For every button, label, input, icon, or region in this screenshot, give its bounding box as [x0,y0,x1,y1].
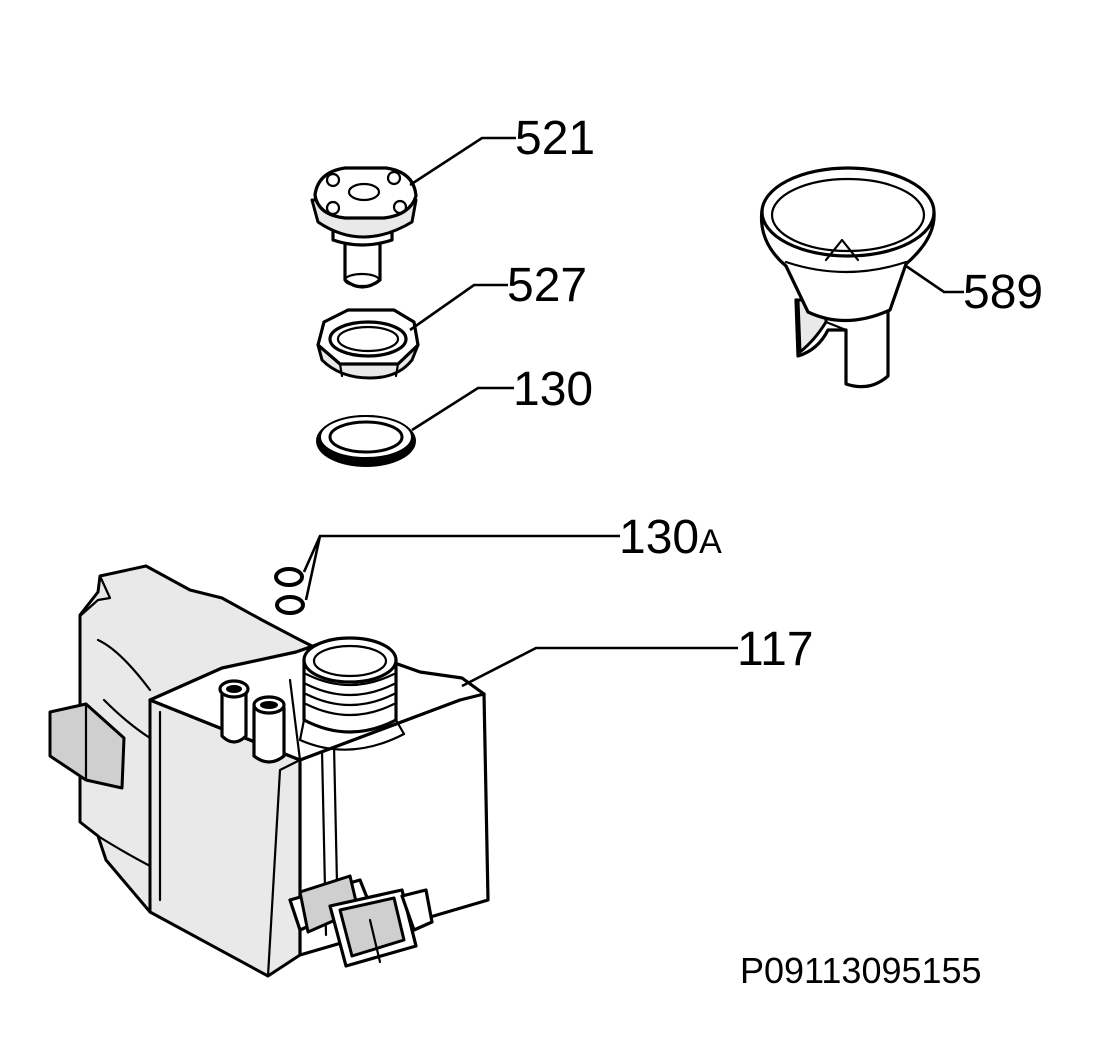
leader-lines [302,136,964,688]
part-589-funnel [759,166,936,389]
leader-117 [461,646,738,688]
leader-589 [905,264,964,294]
callout-117: 117 [737,623,814,676]
part-117-container [48,564,490,978]
leader-130 [411,386,514,432]
callout-130a-number: 130 [619,511,699,564]
part-527-nut [316,308,420,380]
callout-521: 521 [515,112,595,165]
part-521-cap [310,166,418,289]
leader-521 [409,136,516,187]
drawing-code: P09113095155 [740,950,982,991]
leader-130a-lower [304,535,322,601]
callout-589: 589 [963,266,1043,319]
leader-130a-upper [302,534,620,573]
callout-130a-suffix: A [699,523,722,561]
part-130-seal [316,415,416,467]
callout-130: 130 [513,363,593,416]
callout-527: 527 [507,259,587,312]
part-130a-o-rings [274,567,305,615]
leader-527 [409,283,508,332]
callout-130a: 130A [619,511,722,564]
